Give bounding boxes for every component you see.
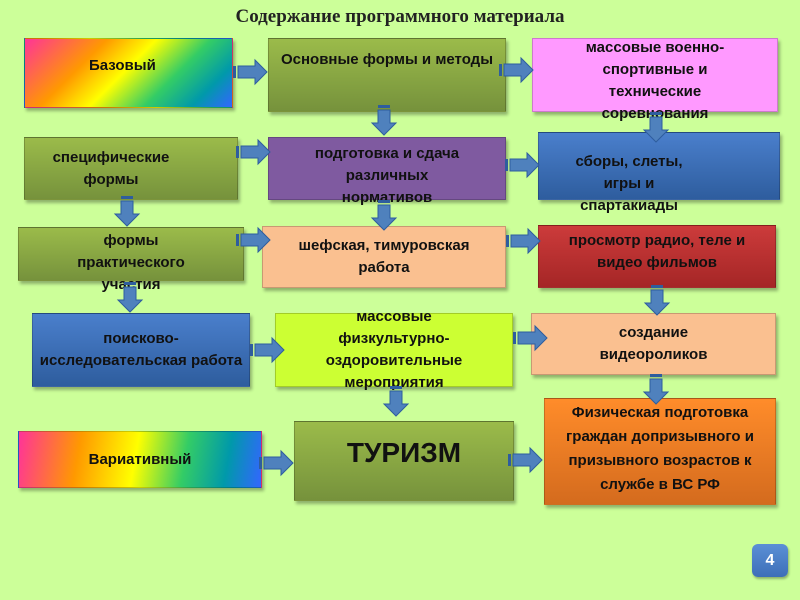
box-specific: специфические формы [24,137,238,200]
arrow-right-icon [505,228,541,254]
arrow-right-icon [498,57,534,83]
box-main-forms-label: Основные формы и методы [280,51,494,68]
arrow-down-icon [371,104,397,136]
box-specific-label: специфические формы [52,148,170,188]
arrow-down-icon [643,373,669,405]
arrow-down-icon [643,111,669,143]
box-patronage-label: шефская, тимуровская работа [298,237,470,276]
box-videos: создание видеороликов [531,313,776,375]
box-tourism-label: ТУРИЗМ [346,437,462,468]
box-mass-sport-label: массовые физкультурно-оздоровительные ме… [325,308,463,391]
box-tourism: ТУРИЗМ [294,421,514,501]
box-mass-military: массовые военно-спортивные и технические… [532,38,778,122]
box-physical-label: Физическая подготовка граждан допризывно… [566,404,754,493]
box-viewing: просмотр радио, теле и видео фильмов [538,225,776,288]
arrow-right-icon [512,325,548,351]
box-viewing-label: просмотр радио, теле и видео фильмов [568,232,746,271]
box-norms-label: подготовка и сдача различных нормативов [314,145,460,206]
arrow-right-icon [235,227,271,253]
box-variative-label: Вариативный [88,450,192,468]
box-patronage: шефская, тимуровская работа [262,226,506,288]
arrow-down-icon [644,284,670,316]
arrow-right-icon [507,447,543,473]
box-research-label: поисково-исследовательская работа [39,330,243,369]
box-research: поисково-исследовательская работа [32,313,250,387]
box-physical: Физическая подготовка граждан допризывно… [544,398,776,505]
arrow-down-icon [117,281,143,313]
box-basic-label: Базовый [89,57,156,74]
box-norms: подготовка и сдача различных нормативов [268,137,506,206]
arrow-down-icon [371,199,397,231]
box-variative: Вариативный [18,431,262,488]
arrow-down-icon [114,195,140,227]
arrow-right-icon [249,337,285,363]
slide-title: Содержание программного материала [235,6,565,27]
page-number-badge: 4 [752,544,788,577]
arrow-right-icon [232,59,268,85]
arrow-right-icon [235,139,271,165]
box-videos-label: создание видеороликов [599,324,708,363]
box-mass-sport: массовые физкультурно-оздоровительные ме… [275,308,513,391]
arrow-right-icon [258,450,294,476]
box-practical-label: формы практического участия [77,232,185,293]
box-practical: формы практического участия [18,227,244,293]
arrow-down-icon [383,385,409,417]
arrow-right-icon [504,152,540,178]
box-gatherings-label: сборы, слеты, игры и спартакиады [575,153,683,214]
box-basic: Базовый [24,38,233,108]
